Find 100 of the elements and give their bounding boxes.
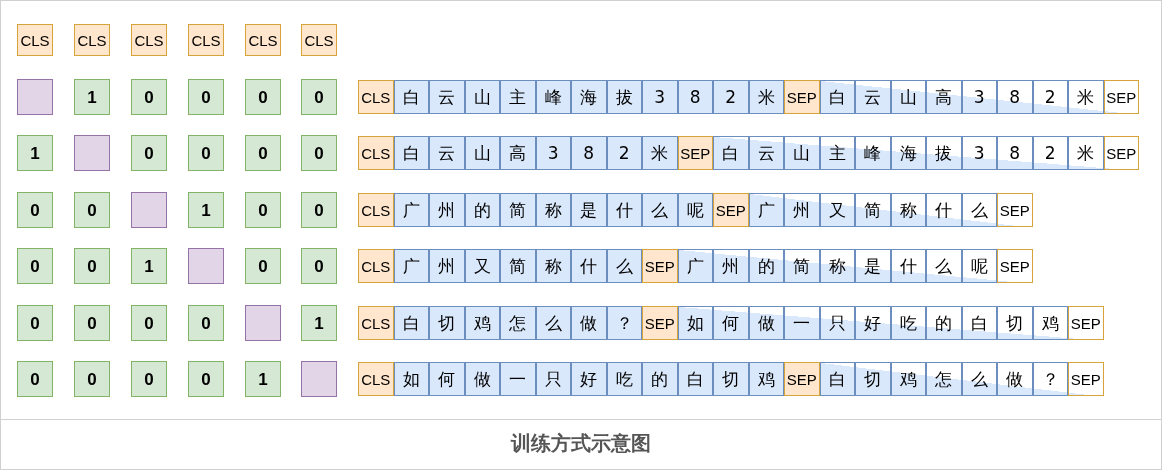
token-cell: 主 (819, 136, 855, 170)
mask-value-cell: 0 (17, 305, 53, 341)
token-cell: 3 (961, 136, 997, 170)
empty-cell (17, 79, 53, 115)
token-cell: 8 (571, 136, 607, 170)
token-cell: CLS (358, 136, 394, 170)
token-cell: 做 (571, 306, 607, 340)
token-cell: 云 (429, 80, 465, 114)
mask-value-cell: 1 (188, 192, 224, 228)
token-cell: 山 (890, 80, 926, 114)
token-cell: 主 (500, 80, 536, 114)
token-cell: 的 (642, 362, 678, 396)
token-cell: 呢 (677, 193, 713, 227)
token-cell: 简 (500, 249, 536, 283)
mask-value-cell: 0 (188, 135, 224, 171)
token-cell: 何 (713, 306, 749, 340)
mask-value-cell: 0 (131, 79, 167, 115)
mask-value-cell: 0 (17, 192, 53, 228)
token-cell: 广 (393, 193, 429, 227)
token-cell: 简 (500, 193, 536, 227)
token-cell: CLS (358, 362, 394, 396)
token-cell: 切 (855, 362, 891, 396)
token-cell: SEP (997, 193, 1033, 227)
token-cell: 又 (819, 193, 855, 227)
token-cell: 峰 (535, 80, 571, 114)
token-cell: 米 (748, 80, 784, 114)
token-cell: 3 (961, 80, 997, 114)
token-cell: 海 (890, 136, 926, 170)
token-cell: 白 (393, 80, 429, 114)
token-cell: 拔 (926, 136, 962, 170)
token-cell: SEP (784, 362, 820, 396)
token-cell: SEP (642, 306, 678, 340)
token-cell: 做 (997, 362, 1033, 396)
token-cell: SEP (997, 249, 1033, 283)
token-cell: 广 (677, 249, 713, 283)
token-cell: 呢 (961, 249, 997, 283)
token-cell: 如 (393, 362, 429, 396)
token-cell: 只 (535, 362, 571, 396)
mask-value-cell: 0 (301, 79, 337, 115)
token-cell: 8 (997, 136, 1033, 170)
token-cell: 何 (429, 362, 465, 396)
token-cell: 什 (926, 193, 962, 227)
token-cell: 云 (748, 136, 784, 170)
token-cell: 2 (1032, 80, 1068, 114)
token-cell: 山 (464, 80, 500, 114)
mask-value-cell: 1 (245, 361, 281, 397)
token-cell: 么 (961, 362, 997, 396)
token-cell: CLS (358, 193, 394, 227)
token-cell: 云 (855, 80, 891, 114)
token-cell: 2 (1032, 136, 1068, 170)
token-cell: ？ (1032, 362, 1068, 396)
mask-value-cell: 0 (74, 361, 110, 397)
cls-token-box: CLS (245, 24, 281, 56)
token-cell: 8 (677, 80, 713, 114)
token-cell: 州 (429, 193, 465, 227)
empty-cell (74, 135, 110, 171)
token-cell: CLS (358, 249, 394, 283)
token-cell: 好 (571, 362, 607, 396)
empty-cell (301, 361, 337, 397)
caption: 训练方式示意图 (509, 430, 652, 457)
mask-value-cell: 1 (301, 305, 337, 341)
token-cell: 广 (748, 193, 784, 227)
token-cell: SEP (1068, 362, 1104, 396)
mask-value-cell: 0 (74, 305, 110, 341)
mask-value-cell: 0 (301, 248, 337, 284)
token-cell: 白 (819, 80, 855, 114)
mask-value-cell: 0 (245, 248, 281, 284)
token-cell: 3 (535, 136, 571, 170)
token-cell: 白 (961, 306, 997, 340)
mask-value-cell: 0 (188, 79, 224, 115)
token-cell: 切 (713, 362, 749, 396)
mask-value-cell: 0 (245, 135, 281, 171)
token-cell: 2 (606, 136, 642, 170)
token-cell: 切 (429, 306, 465, 340)
token-cell: SEP (1103, 136, 1139, 170)
mask-value-cell: 0 (301, 192, 337, 228)
token-cell: SEP (784, 80, 820, 114)
cls-token-box: CLS (74, 24, 110, 56)
token-cell: 只 (819, 306, 855, 340)
token-cell: 称 (819, 249, 855, 283)
token-cell: 鸡 (748, 362, 784, 396)
token-cell: 吃 (606, 362, 642, 396)
token-cell: 怎 (500, 306, 536, 340)
token-cell: SEP (677, 136, 713, 170)
token-cell: 白 (393, 136, 429, 170)
mask-value-cell: 0 (74, 248, 110, 284)
mask-value-cell: 0 (131, 361, 167, 397)
mask-value-cell: 0 (188, 361, 224, 397)
token-cell: 2 (713, 80, 749, 114)
token-cell: SEP (713, 193, 749, 227)
token-cell: 怎 (926, 362, 962, 396)
token-cell: 简 (855, 193, 891, 227)
cls-token-box: CLS (131, 24, 167, 56)
empty-cell (131, 192, 167, 228)
token-cell: CLS (358, 80, 394, 114)
token-cell: 州 (429, 249, 465, 283)
token-cell: 的 (748, 249, 784, 283)
token-cell: 拔 (606, 80, 642, 114)
token-cell: 鸡 (464, 306, 500, 340)
token-cell: 么 (606, 249, 642, 283)
